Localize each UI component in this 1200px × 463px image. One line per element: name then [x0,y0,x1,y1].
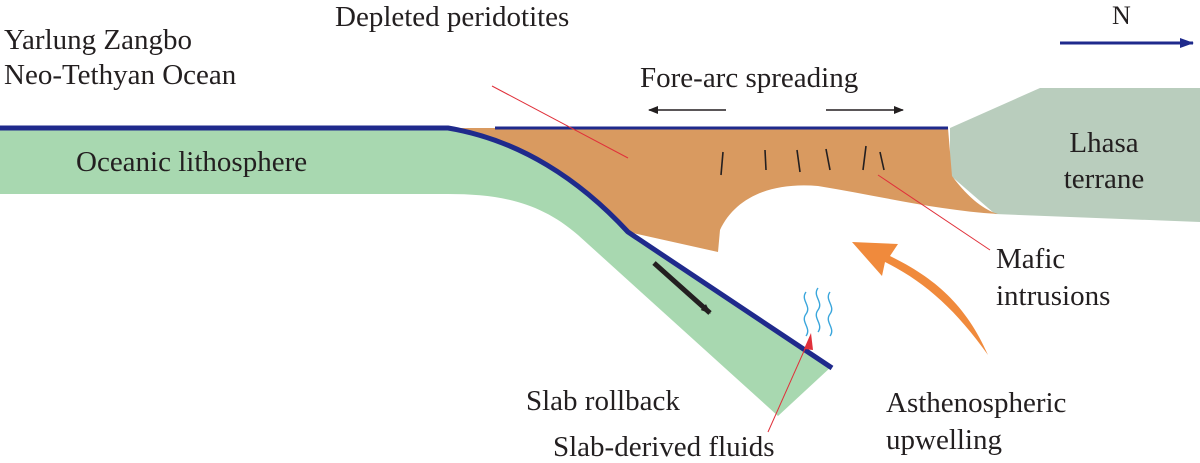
depleted-peridotites-label: Depleted peridotites [335,1,569,33]
oceanic-lithosphere-label: Oceanic lithosphere [76,146,307,178]
mafic-intrusion-dykes [720,145,885,176]
plate-boundary-line [0,125,834,371]
peridotite-wedge [448,128,998,252]
fluid-wisps [803,287,833,337]
fluids-leader-line [767,341,809,433]
ocean-name-line2: Neo-Tethyan Ocean [4,59,237,91]
mafic-leader-line [877,174,991,251]
lhasa-label-line1: Lhasa [1069,127,1138,159]
asthenospheric-upwelling-line1: Asthenospheric [886,387,1066,419]
asthenospheric-upwelling-line2: upwelling [886,424,1002,456]
slab-rollback-label: Slab rollback [526,385,680,417]
asthenospheric-upwelling-arrow [852,242,988,355]
mafic-intrusions-line1: Mafic [996,243,1065,275]
mafic-intrusions-line2: intrusions [996,280,1110,312]
fore-arc-spreading-label: Fore-arc spreading [640,62,858,94]
lhasa-label-line2: terrane [1064,163,1145,195]
lhasa-terrane-block [950,88,1200,222]
fluids-leader-arrowhead [804,333,813,350]
peridotite-leader-line [491,85,629,159]
north-label: N [1112,1,1131,30]
ocean-name-line1: Yarlung Zangbo [4,24,192,56]
slab-rollback-arrow [652,261,712,315]
slab-derived-fluids-label: Slab-derived fluids [553,431,774,463]
